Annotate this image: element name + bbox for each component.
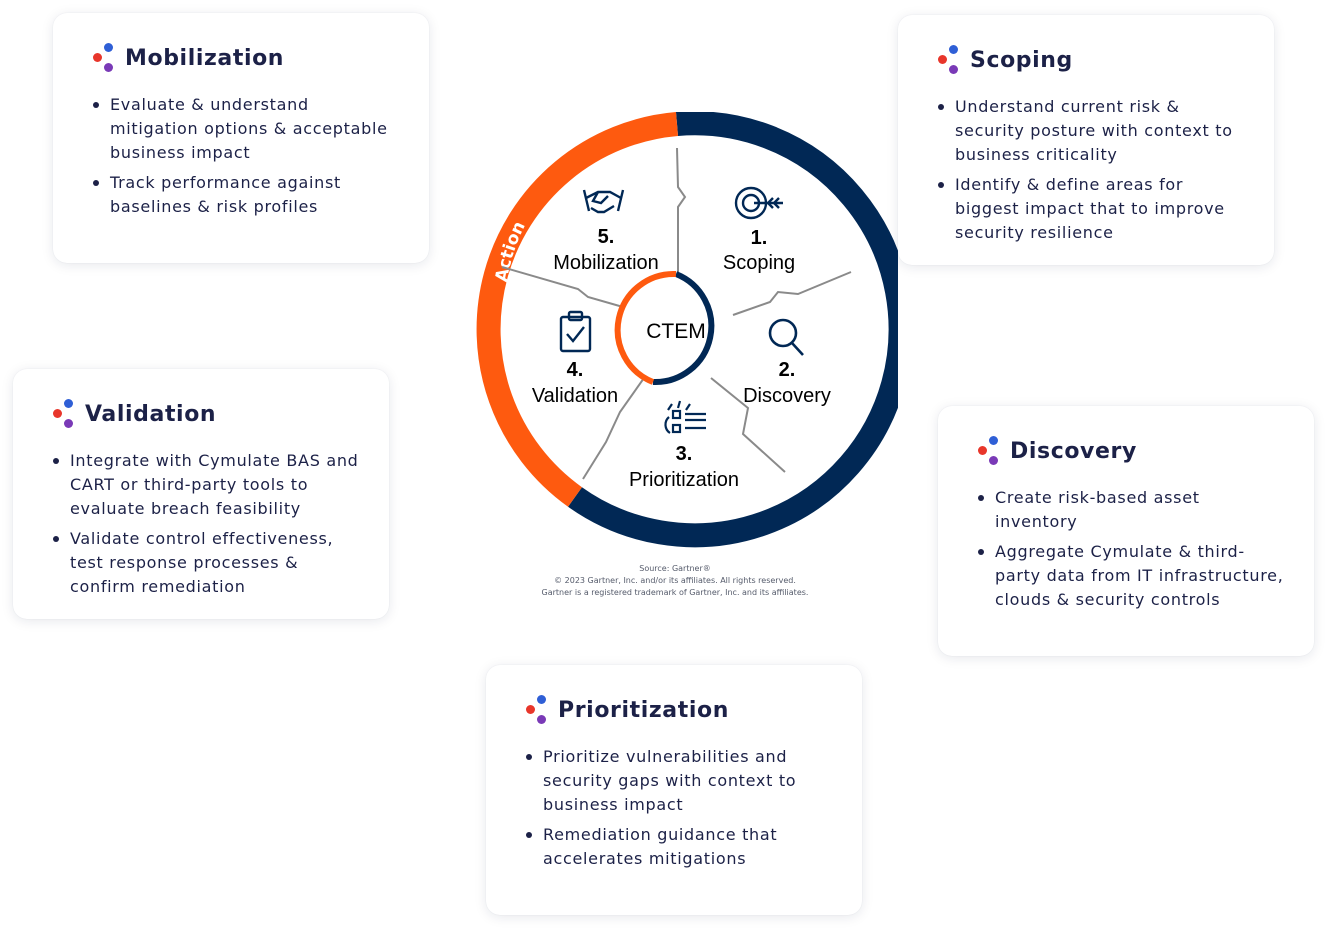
ctem-wheel: Action Diagnose CTEM 1. Scoping 2. Disco… — [476, 112, 898, 548]
divider-line — [710, 377, 786, 473]
bullet-list: Prioritize vulnerabilities and security … — [526, 745, 834, 871]
bullet-item: Track performance against baselines & ri… — [93, 171, 401, 219]
brand-dots-icon — [938, 45, 962, 75]
handshake-icon — [582, 189, 625, 214]
segment-label: Discovery — [743, 385, 831, 407]
card-header: Mobilization — [93, 43, 401, 73]
segment-validation: 4. Validation — [532, 310, 618, 407]
trademark-line: Gartner is a registered trademark of Gar… — [541, 588, 809, 597]
action-ring — [476, 112, 679, 507]
card-title: Mobilization — [125, 45, 285, 71]
divider-line — [732, 271, 852, 316]
discovery-card: Discovery Create risk-based asset invent… — [938, 406, 1314, 656]
segment-label: Scoping — [723, 252, 795, 274]
brand-dots-icon — [526, 695, 550, 725]
copyright-line: © 2023 Gartner, Inc. and/or its affiliat… — [554, 576, 796, 585]
segment-label: Prioritization — [629, 469, 739, 491]
bullet-list: Understand current risk & security postu… — [938, 95, 1246, 245]
card-title: Validation — [85, 401, 217, 427]
bullet-item: Remediation guidance that accelerates mi… — [526, 823, 834, 871]
magnifier-icon — [768, 318, 804, 356]
divider-line — [676, 147, 687, 276]
segment-number: 5. — [598, 226, 615, 248]
segment-label: Mobilization — [553, 252, 659, 274]
prioritization-card: Prioritization Prioritize vulnerabilitie… — [486, 665, 862, 915]
center-ring-navy — [652, 271, 715, 386]
bullet-item: Evaluate & understand mitigation options… — [93, 93, 401, 165]
segment-number: 3. — [676, 443, 693, 465]
bullet-item: Prioritize vulnerabilities and security … — [526, 745, 834, 817]
target-icon — [734, 186, 783, 220]
validation-card: Validation Integrate with Cymulate BAS a… — [13, 369, 389, 619]
card-title: Discovery — [1010, 438, 1137, 464]
prioritized-list-icon — [664, 400, 706, 434]
segment-mobilization: 5. Mobilization — [553, 189, 659, 274]
card-header: Scoping — [938, 45, 1246, 75]
card-header: Discovery — [978, 436, 1286, 466]
brand-dots-icon — [978, 436, 1002, 466]
bullet-item: Identify & define areas for biggest impa… — [938, 173, 1246, 245]
segment-discovery: 2. Discovery — [743, 318, 831, 407]
segment-label: Validation — [532, 385, 618, 407]
ctem-center-label: CTEM — [646, 320, 706, 343]
source-line: Source: Gartner® — [639, 564, 711, 573]
mobilization-card: Mobilization Evaluate & understand mitig… — [53, 13, 429, 263]
brand-dots-icon — [53, 399, 77, 429]
segment-scoping: 1. Scoping — [723, 186, 795, 274]
card-title: Scoping — [970, 47, 1073, 73]
segment-number: 2. — [779, 359, 796, 381]
segment-prioritization: 3. Prioritization — [629, 400, 739, 491]
bullet-item: Understand current risk & security postu… — [938, 95, 1246, 167]
bullet-list: Evaluate & understand mitigation options… — [93, 93, 401, 219]
scoping-card: Scoping Understand current risk & securi… — [898, 15, 1274, 265]
divider-line — [582, 377, 645, 480]
clipboard-check-icon — [559, 310, 592, 353]
bullet-list: Integrate with Cymulate BAS and CART or … — [53, 449, 361, 599]
card-header: Prioritization — [526, 695, 834, 725]
brand-dots-icon — [93, 43, 117, 73]
card-header: Validation — [53, 399, 361, 429]
bullet-list: Create risk-based asset inventory Aggreg… — [978, 486, 1286, 612]
divider-line — [501, 266, 624, 308]
segment-number: 4. — [567, 359, 584, 381]
center-ring-orange — [614, 270, 677, 385]
bullet-item: Integrate with Cymulate BAS and CART or … — [53, 449, 361, 521]
card-title: Prioritization — [558, 697, 729, 723]
diagnose-ring — [568, 112, 898, 548]
bullet-item: Aggregate Cymulate & third-party data fr… — [978, 540, 1286, 612]
bullet-item: Validate control effectiveness, test res… — [53, 527, 361, 599]
source-attribution: Source: Gartner® © 2023 Gartner, Inc. an… — [500, 563, 850, 599]
bullet-item: Create risk-based asset inventory — [978, 486, 1286, 534]
segment-number: 1. — [751, 227, 768, 249]
segment-dividers — [501, 147, 852, 480]
